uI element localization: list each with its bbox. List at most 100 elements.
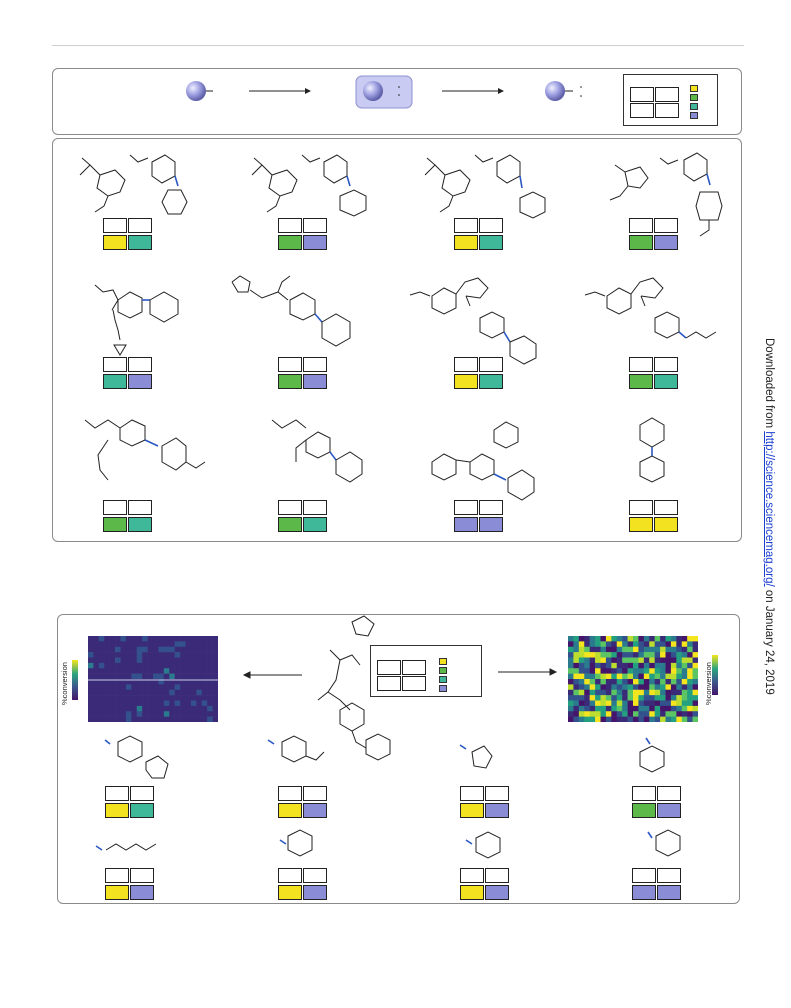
heatmap-cell — [212, 689, 218, 696]
heatmap-cell — [622, 646, 628, 653]
heatmap-cell — [169, 652, 175, 658]
heatmap-cell — [595, 652, 601, 658]
heatmap-cell — [665, 705, 672, 712]
result-pair — [278, 500, 327, 533]
heatmap-cell — [115, 646, 121, 653]
heatmap-cell — [163, 679, 170, 685]
result-cell — [278, 885, 302, 900]
result-cell — [128, 517, 152, 532]
heatmap-cell — [687, 673, 693, 680]
heatmap-cell — [207, 636, 213, 642]
heatmap-cell — [153, 652, 159, 658]
heatmap-cell — [153, 700, 159, 707]
heatmap-cell — [109, 646, 116, 653]
heatmap-cell — [622, 705, 628, 712]
heatmap-cell — [654, 695, 661, 701]
heatmap-cell — [670, 646, 677, 653]
heatmap-cell — [147, 662, 154, 669]
heatmap-cell — [207, 657, 213, 664]
result-cell — [479, 235, 503, 250]
heatmap-cell — [158, 652, 165, 658]
heatmap-cell — [201, 679, 208, 685]
heatmap-cell — [115, 705, 121, 712]
heatmap-cell — [136, 657, 143, 664]
heatmap-cell — [147, 673, 154, 680]
heatmap-cell — [600, 689, 607, 696]
heatmap-cell — [142, 668, 148, 674]
heatmap-cell — [595, 662, 601, 669]
heatmap-cell — [573, 695, 580, 701]
heatmap-cell — [589, 673, 596, 680]
heatmap-cell — [93, 700, 100, 707]
heatmap-cell — [568, 652, 574, 658]
heatmap-cell — [180, 662, 186, 669]
heatmap-cell — [104, 711, 110, 717]
heatmap-cell — [131, 641, 138, 648]
legend-cell — [655, 103, 679, 118]
heatmap-cell — [670, 695, 677, 701]
heatmap-cell — [120, 673, 127, 680]
resin-bead-icon — [186, 81, 206, 101]
heatmap-cell — [605, 641, 612, 648]
heatmap-cell — [109, 636, 116, 642]
heatmap-cell — [616, 652, 623, 658]
heatmap-cell — [131, 668, 138, 674]
heatmap-cell — [201, 684, 208, 691]
heatmap-cell — [649, 689, 655, 696]
heatmap-cell — [196, 684, 203, 691]
heatmap-cell — [578, 636, 585, 642]
heatmap-cell — [109, 684, 116, 691]
heatmap-cell — [190, 673, 197, 680]
heatmap-cell — [88, 716, 94, 722]
heatmap-cell — [627, 662, 634, 669]
heatmap-cell — [125, 652, 132, 658]
heatmap-cell — [633, 673, 639, 680]
heatmap-cell — [136, 684, 143, 691]
heatmap-cell — [174, 716, 181, 722]
heatmap-cell — [115, 668, 121, 674]
heatmap-cell — [633, 700, 639, 707]
heatmap-cell — [573, 657, 580, 664]
heatmap-cell — [616, 636, 623, 642]
molecule-4 — [609, 152, 723, 237]
legend-chip-teal — [690, 103, 698, 110]
legend-chip-teal — [439, 676, 447, 683]
heatmap-cell — [131, 684, 138, 691]
heatmap-cell — [665, 711, 672, 717]
heatmap-cell — [125, 711, 132, 717]
result-cell — [128, 357, 152, 372]
heatmap-cell — [98, 652, 105, 658]
heatmap-cell — [212, 668, 218, 674]
result-cell — [278, 868, 302, 883]
heatmap-cell — [638, 657, 645, 664]
result-pair — [278, 868, 327, 901]
heatmap-cell — [185, 641, 192, 648]
heatmap-cell — [115, 711, 121, 717]
heatmap-cell — [654, 684, 661, 691]
download-link[interactable]: http://science.sciencemag.org/ — [763, 431, 775, 587]
heatmap-cell — [638, 716, 645, 722]
heatmap-cell — [643, 716, 650, 722]
heatmap-cell — [104, 679, 110, 685]
heatmap-cell — [687, 636, 693, 642]
result-cell — [103, 517, 127, 532]
heatmap-cell — [670, 705, 677, 712]
heatmap-cell — [88, 668, 94, 674]
result-cell — [654, 235, 678, 250]
molecule-8 — [584, 277, 717, 339]
legend-chip-green — [439, 667, 447, 674]
heatmap-cell — [627, 689, 634, 696]
result-cell — [479, 517, 503, 532]
heatmap-cell — [158, 636, 165, 642]
heatmap-cell — [174, 652, 181, 658]
heatmap-cell — [681, 689, 688, 696]
heatmap-cell — [589, 646, 596, 653]
heatmap-cell — [174, 684, 181, 691]
heatmap-cell — [687, 700, 693, 707]
heatmap-cell — [125, 668, 132, 674]
heatmap-cell — [605, 705, 612, 712]
heatmap-cell — [616, 646, 623, 653]
result-cell — [454, 235, 478, 250]
heatmap-cell — [142, 689, 148, 696]
heatmap-cell — [660, 636, 666, 642]
